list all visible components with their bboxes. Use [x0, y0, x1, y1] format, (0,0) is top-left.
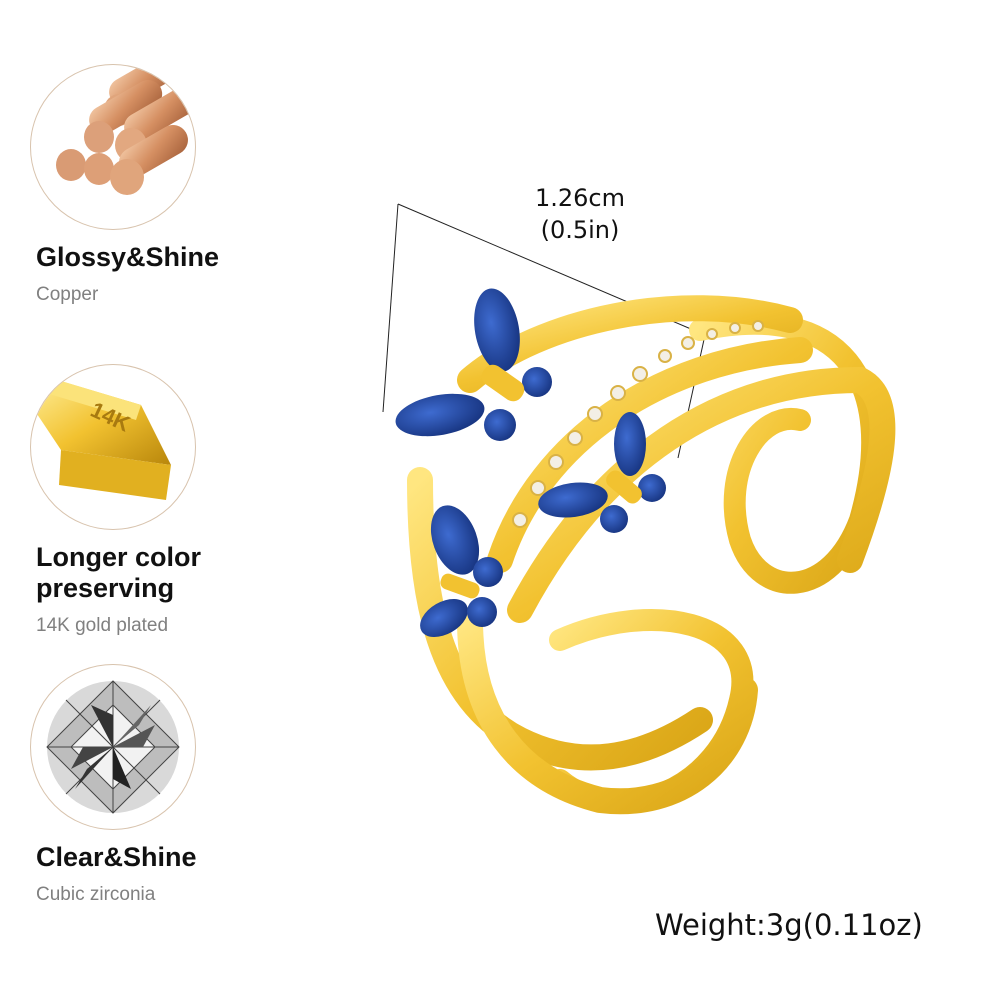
- feature-subtitle: Cubic zirconia: [36, 884, 156, 905]
- dimension-imperial: (0.5in): [540, 216, 620, 244]
- feature-subtitle: 14K gold plated: [36, 615, 169, 636]
- feature-subtitle: Copper: [36, 284, 99, 305]
- copper-rods-icon: [56, 65, 195, 195]
- diamond-icon: [46, 680, 180, 814]
- copper-circle: [30, 64, 196, 230]
- dimension-label: 1.26cm (0.5in): [520, 182, 640, 246]
- feature-title-line1: Longer color: [36, 542, 202, 572]
- butterfly-2: [538, 412, 666, 533]
- zirconia-circle: [30, 664, 196, 830]
- weight-label: Weight:3g(0.11oz): [655, 908, 923, 942]
- butterfly-1: [395, 288, 552, 441]
- feature-title: Clear&Shine: [36, 842, 197, 872]
- butterfly-3: [420, 505, 503, 637]
- feature-title: Glossy&Shine: [36, 242, 220, 272]
- dimension-metric: 1.26cm: [534, 184, 625, 212]
- feature-title-line2: preserving: [36, 573, 175, 603]
- gold-circle: 14K: [30, 364, 196, 530]
- gold-bar-icon: 14K: [31, 375, 171, 500]
